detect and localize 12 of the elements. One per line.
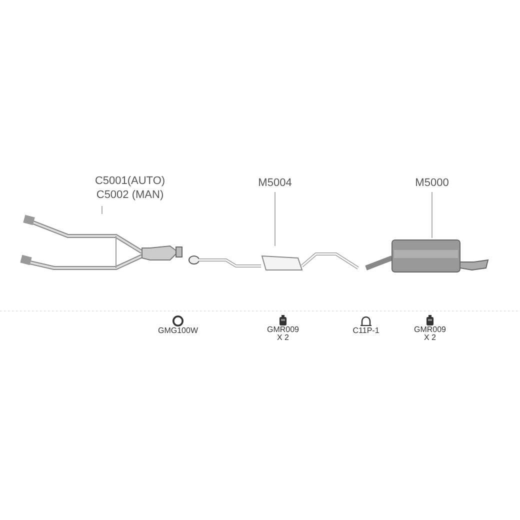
part-number: GMR009 (266, 326, 299, 334)
quantity-label: X 2 (424, 334, 436, 342)
part-number: GMR009 (414, 326, 446, 334)
part-number: GMG100W (158, 327, 198, 335)
leader-line (274, 192, 276, 246)
part-number: C5002 (MAN) (96, 188, 164, 202)
quantity-label: X 2 (276, 334, 289, 342)
part-number: M5000 (415, 176, 449, 190)
part-number: C5001(AUTO) (94, 174, 166, 188)
part-number: C11P-1 (352, 327, 380, 335)
picture (20, 214, 185, 272)
part-number: M5004 (258, 176, 292, 190)
